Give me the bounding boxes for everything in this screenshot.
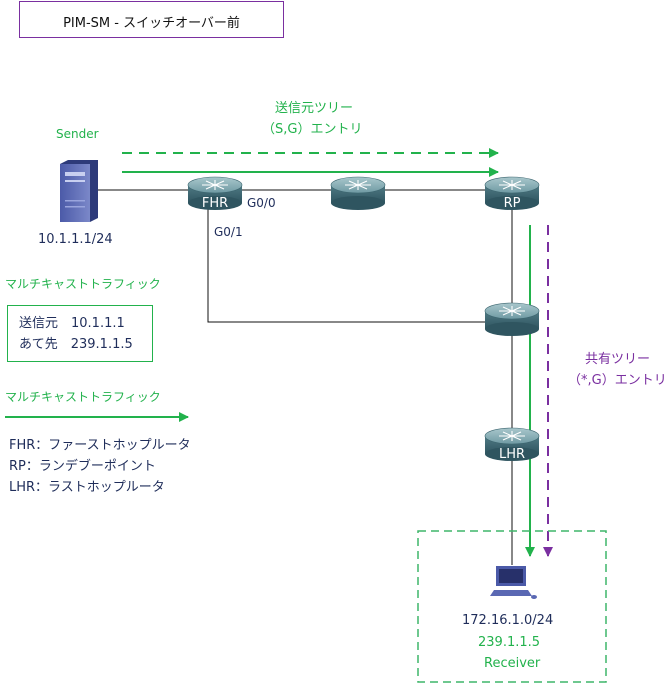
links [98,189,513,565]
abbrev-fhr: FHR：ファーストホップルータ [9,438,191,453]
multicast-destination: あて先 239.1.1.5 [19,337,133,352]
router-icon[interactable] [187,176,243,210]
shared-tree-label: 共有ツリー [585,352,651,367]
receiver-subnet-box [417,530,607,683]
shared-tree-entry: （*,G）エントリ [568,373,667,388]
sender-ip: 10.1.1.1/24 [38,232,113,247]
multicast-source: 送信元 10.1.1.1 [19,316,125,331]
receiver-network: 172.16.1.0/24 [462,613,554,628]
page-title: PIM-SM - スイッチオーバー前 [63,16,240,31]
router-icon[interactable] [484,176,540,210]
arrow-legend-label: マルチキャストトラフィック [5,390,161,404]
receiver-label: Receiver [484,656,541,671]
router-icon[interactable] [484,427,540,461]
router-label-lhr: LHR [498,447,526,462]
router-icon[interactable] [484,302,540,336]
title-box: PIM-SM - スイッチオーバー前 [19,1,284,38]
abbrev-lhr: LHR：ラストホップルータ [9,480,165,495]
link-fhr-r4 [207,205,487,323]
source-tree-entry: （S,G）エントリ [262,122,363,137]
router-label-fhr: FHR [201,196,229,211]
multicast-heading: マルチキャストトラフィック [5,277,161,291]
pc-icon[interactable] [490,566,537,599]
source-tree-label: 送信元ツリー [275,101,354,116]
receiver-group: 239.1.1.5 [478,635,541,650]
interface-g0-0: G0/0 [247,196,276,210]
multicast-info-box [7,305,153,362]
abbrev-rp: RP：ランデブーポイント [9,459,156,474]
router-label-rp: RP [503,196,521,211]
server-icon[interactable] [60,160,98,222]
sender-label: Sender [56,127,99,141]
router-icon[interactable] [330,176,386,210]
interface-g0-1: G0/1 [214,225,243,239]
